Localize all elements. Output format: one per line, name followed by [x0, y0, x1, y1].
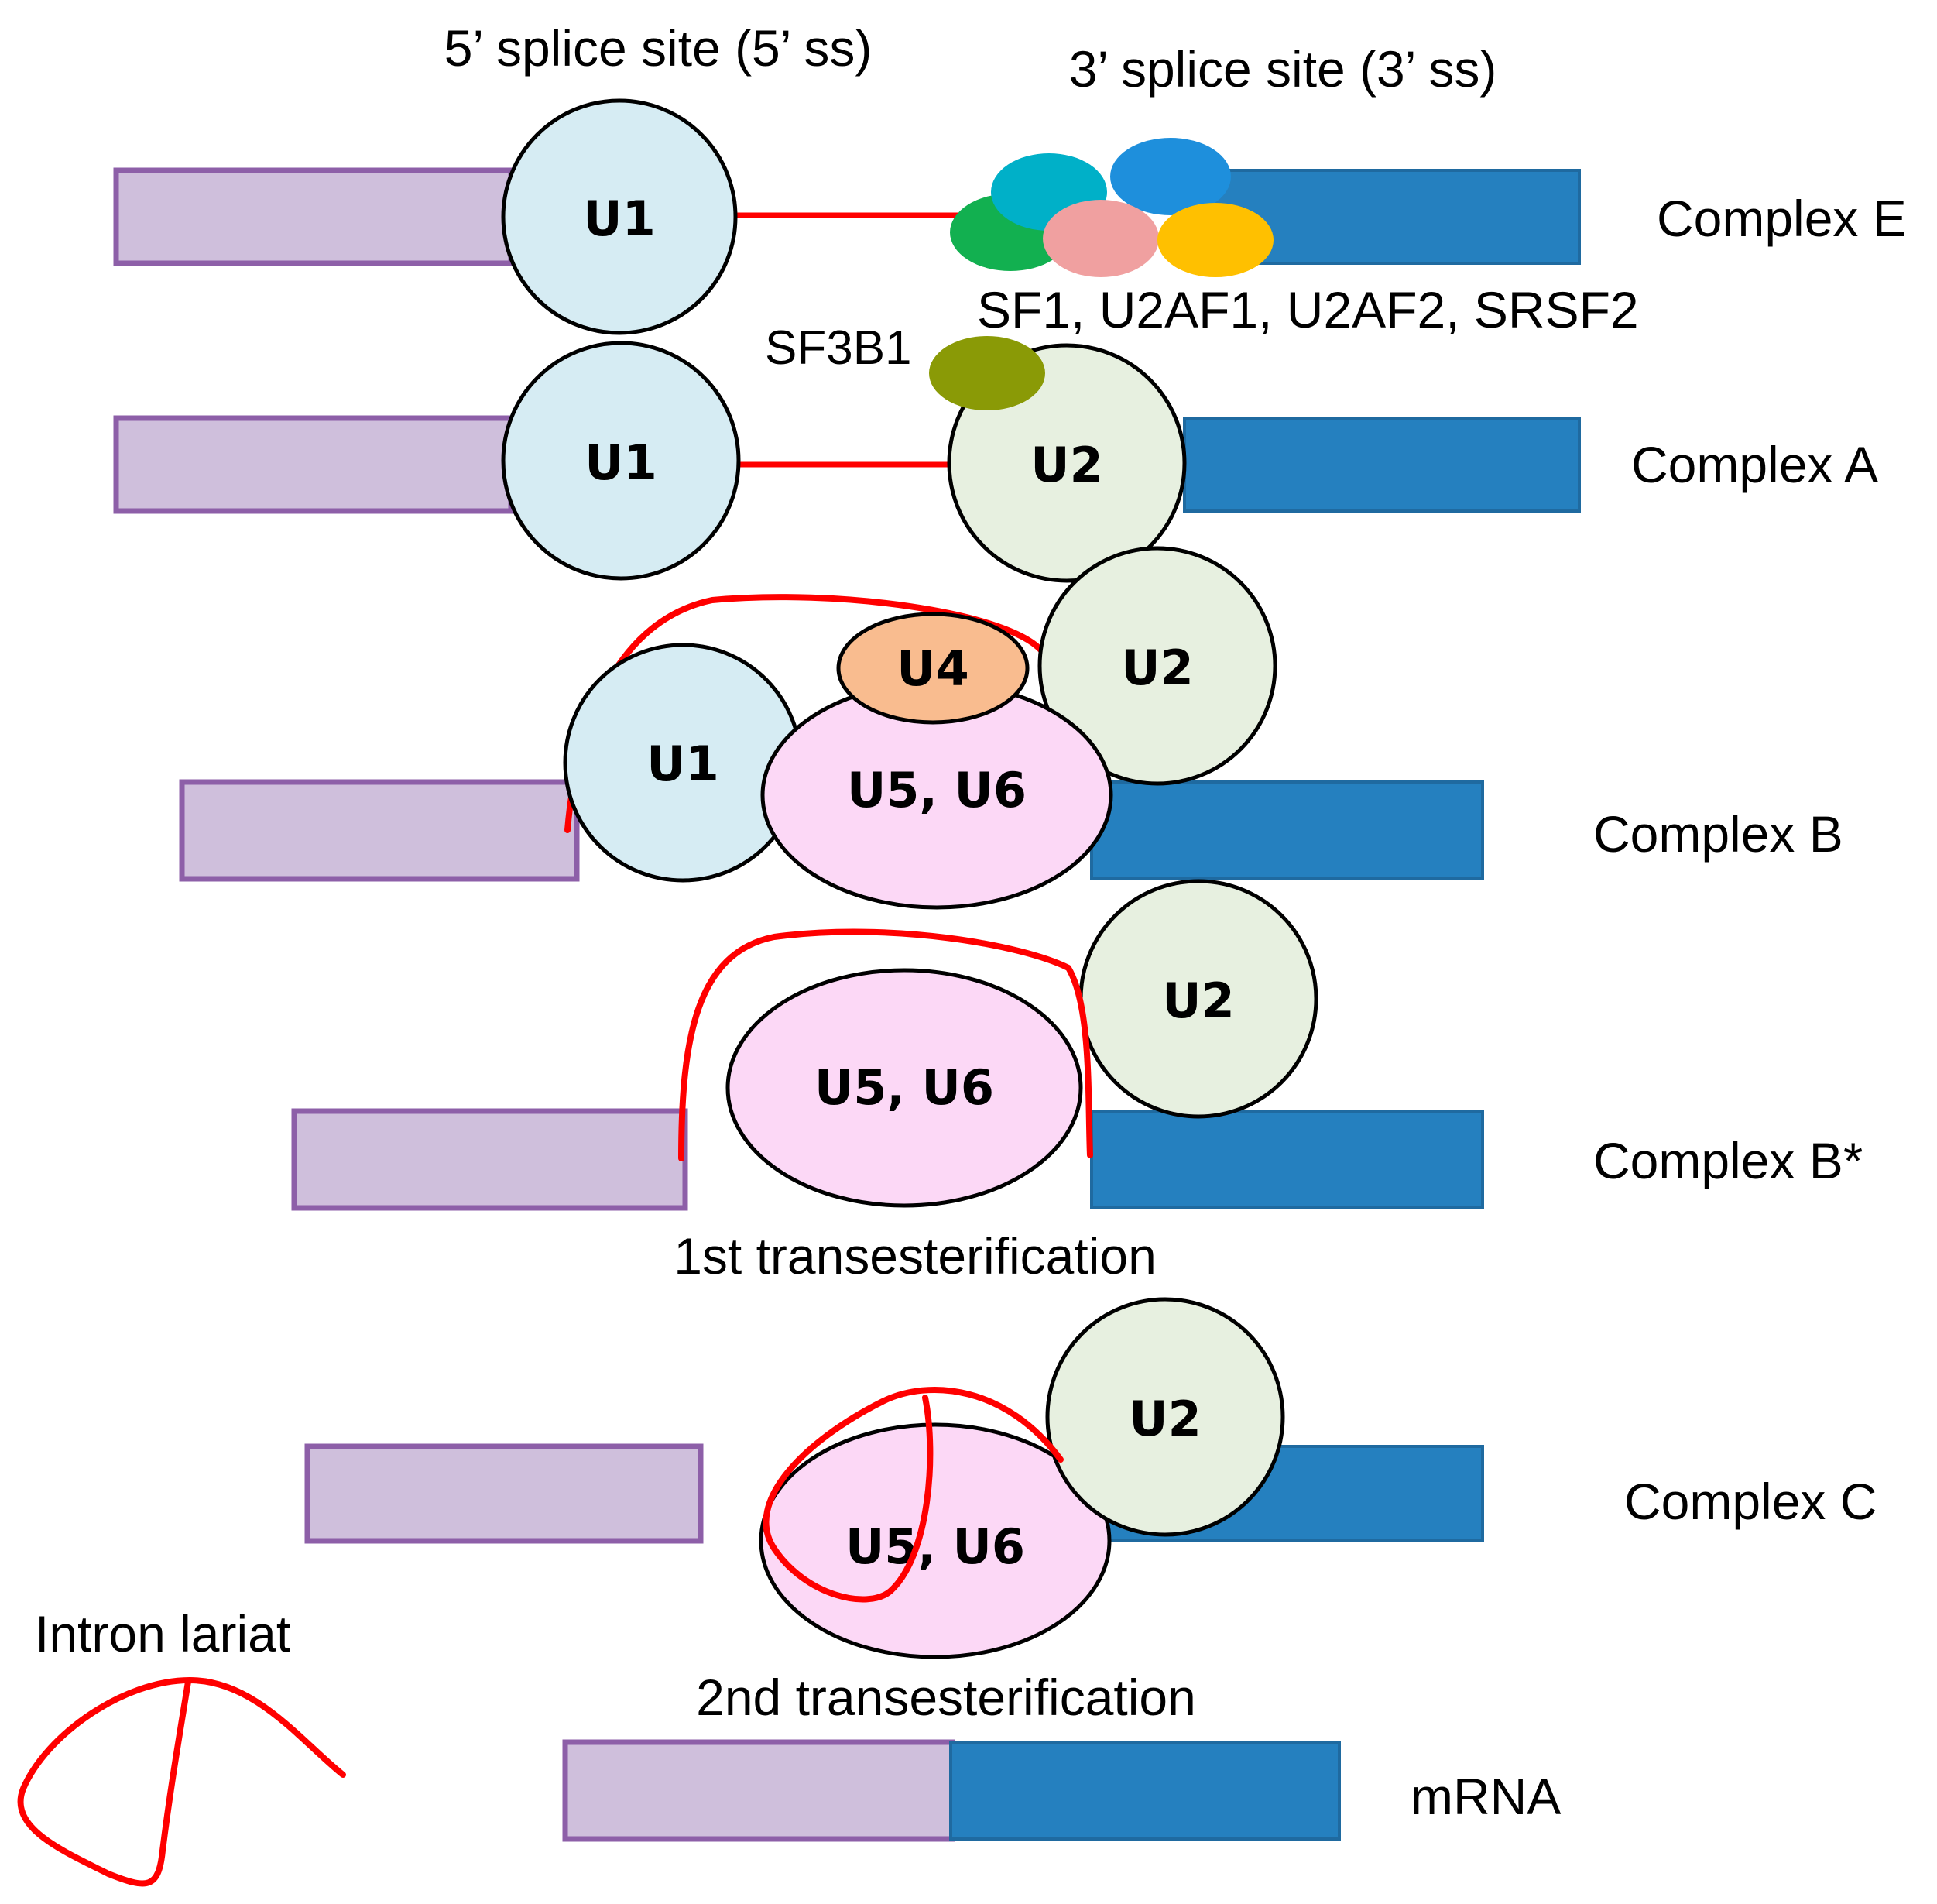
factor-pink: [1043, 200, 1159, 277]
exon-5prime: [113, 415, 514, 514]
intron-lariat-legend: Intron lariat: [17, 1605, 346, 1887]
five-prime-splice-site-label: 5’ splice site (5’ ss): [444, 19, 873, 77]
exon-3prime: [1090, 1110, 1484, 1209]
u2-label: U2: [1121, 640, 1193, 696]
complex-b-label: Complex B: [1593, 805, 1843, 863]
u5-u6-label: U5, U6: [845, 1518, 1025, 1575]
u2-label: U2: [1030, 437, 1102, 493]
complex-e-label: Complex E: [1657, 190, 1907, 247]
u1-label: U1: [585, 434, 657, 491]
complex-a-row: U1 U2 SF3B1 Complex A: [113, 321, 1878, 583]
complex-c-row: U2 U5, U6 Complex C 2nd transesterificat…: [304, 1297, 1877, 1726]
first-transesterification-label: 1st transesterification: [674, 1227, 1157, 1285]
intron-curve: [678, 928, 1093, 1161]
complex-b-row: U1 U2 U5, U6 U4 Complex B: [179, 546, 1843, 910]
u5-u6-label: U5, U6: [814, 1059, 994, 1116]
u1-snrnp: [501, 98, 738, 335]
intron-lariat-legend-icon: [17, 1677, 346, 1887]
u5-u6-label: U5, U6: [847, 762, 1027, 818]
exon-5prime: [291, 1108, 688, 1211]
intron-lariat-legend-label: Intron lariat: [35, 1605, 290, 1662]
exon-5prime: [304, 1443, 704, 1544]
exon-3prime: [1183, 417, 1581, 513]
u2-snrnp: [1037, 546, 1277, 786]
e-factors-label: SF1, U2AF1, U2AF2, SRSF2: [977, 281, 1639, 338]
u2-label: U2: [1162, 973, 1234, 1029]
second-transesterification-label: 2nd transesterification: [696, 1669, 1196, 1726]
sf3b1-factor: [929, 336, 1045, 410]
u1-label: U1: [583, 190, 655, 247]
mrna-row: mRNA: [562, 1739, 1561, 1842]
u1-snrnp: [501, 341, 741, 581]
u1-label: U1: [646, 736, 718, 792]
sf3b1-label: SF3B1: [765, 321, 912, 375]
factor-blue: [1110, 138, 1231, 215]
factor-yellow: [1157, 203, 1274, 277]
u5-u6-snrnp: [725, 968, 1083, 1208]
u4-snrnp: [836, 612, 1030, 725]
u2-label: U2: [1129, 1391, 1201, 1447]
mrna-exon-3prime: [949, 1741, 1341, 1841]
intron-lariat: [763, 1387, 1064, 1603]
complex-bstar-label: Complex B*: [1593, 1132, 1863, 1189]
mrna-exon-5prime: [562, 1739, 955, 1842]
mrna-label: mRNA: [1411, 1768, 1561, 1825]
three-prime-splice-site-label: 3’ splice site (3’ ss): [1069, 40, 1497, 98]
complex-e-row: U1 Complex E SF1, U2AF1, U2AF2, SRSF2: [113, 98, 1907, 338]
complex-c-label: Complex C: [1624, 1473, 1877, 1530]
u2-snrnp: [1045, 1297, 1285, 1537]
complex-bstar-row: U5, U6 U2 Complex B* 1st transesterifica…: [291, 879, 1863, 1285]
exon-5prime: [113, 167, 514, 266]
exon-3prime: [1090, 780, 1484, 880]
u4-label: U4: [897, 640, 968, 697]
complex-a-label: Complex A: [1631, 436, 1878, 493]
exon-5prime: [179, 779, 580, 882]
